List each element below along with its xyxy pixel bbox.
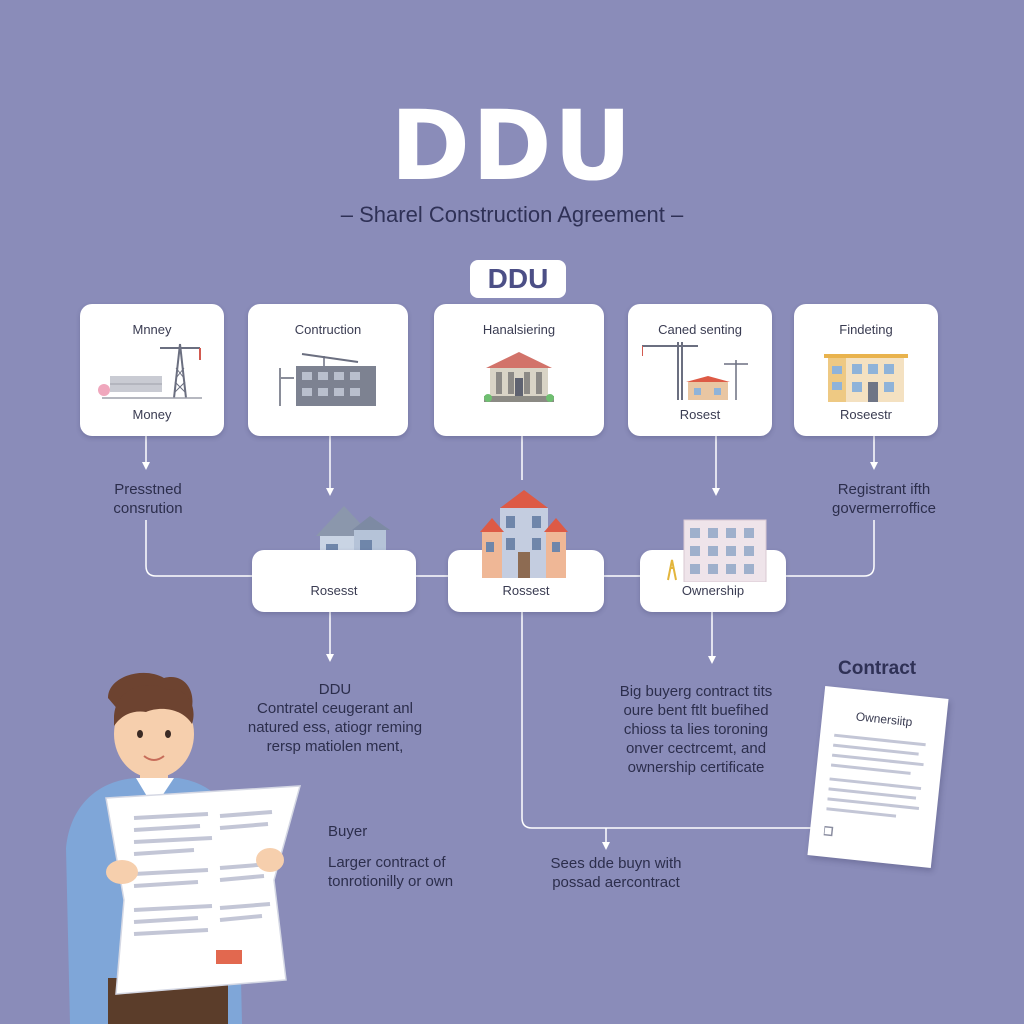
card-money: Mnney Money: [80, 304, 224, 436]
note-buyer-line-2: tonrotionilly or own: [328, 873, 454, 890]
card-construction: Contruction: [248, 304, 408, 436]
card-findeting-caption: Roseestr: [839, 407, 893, 422]
card-caned-senting-title: Caned senting: [658, 322, 742, 337]
note-right-line-2: govermerroffice: [832, 500, 936, 517]
person-illustration: [66, 672, 302, 1024]
note-left-line-2: consrution: [113, 500, 183, 517]
note-bottom: Sees dde buyn with possad aercontract: [530, 854, 702, 892]
ddu-badge: DDU: [470, 260, 566, 298]
note-buyer-line-1: Larger contract of: [328, 854, 446, 871]
card-handling: Hanalsiering: [434, 304, 604, 436]
card-caned-senting: Caned senting Rosest: [628, 304, 772, 436]
note-right-text-3: chioss ta lies toroning: [623, 721, 769, 738]
card-findeting-title: Findeting: [839, 322, 893, 337]
building-icon: [279, 353, 376, 406]
document-lines-icon: [822, 733, 926, 837]
note-ownership-certificate: Big buyerg contract tits oure bent ftlt …: [600, 682, 792, 777]
note-right-text-2: oure bent ftlt buefihed: [623, 702, 769, 719]
crane-icon: [98, 343, 202, 399]
apartment-icon: [824, 354, 908, 402]
note-ddu-heading: DDU: [318, 681, 352, 698]
note-right-text-1: Big buyerg contract tits: [619, 683, 773, 700]
card-handling-title: Hanalsiering: [482, 322, 556, 337]
note-right: Registrant ifth govermerroffice: [816, 480, 952, 518]
diagram-title: DDU: [390, 90, 634, 202]
note-left-line-1: Presstned: [114, 481, 182, 498]
contract-label: Contract: [838, 658, 917, 679]
card-findeting: Findeting Roseestr: [794, 304, 938, 436]
note-ddu: DDU Contratel ceugerant anl natured ess,…: [230, 680, 440, 756]
card-rosesst: Rosesst: [252, 550, 416, 612]
note-buyer-heading: Buyer: [328, 823, 368, 840]
bank-icon: [484, 352, 554, 402]
note-buyer: Buyer Larger contract of tonrotionilly o…: [328, 822, 488, 891]
card-money-title: Mnney: [132, 322, 172, 337]
card-rosesst-caption: Rosesst: [310, 583, 358, 598]
card-rossest-caption: Rossest: [502, 583, 550, 598]
contract-document-title: Ownersiitp: [855, 709, 913, 730]
note-bottom-line-1: Sees dde buyn with: [550, 855, 682, 872]
townhouse-icon: [480, 490, 568, 578]
contract-document: Ownersiitp: [807, 685, 949, 869]
card-caned-senting-caption: Rosest: [679, 407, 721, 422]
card-money-caption: Money: [132, 407, 172, 422]
note-left: Presstned consrution: [92, 480, 204, 518]
note-bottom-line-2: possad aercontract: [552, 874, 680, 891]
note-ddu-line-1: Contratel ceugerant anl: [257, 700, 413, 717]
note-ddu-line-3: rersp matiolen ment,: [266, 738, 404, 755]
note-right-text-5: ownership certificate: [627, 759, 765, 776]
apartment-block-icon: [667, 519, 767, 582]
note-right-line-1: Registrant ifth: [837, 481, 931, 498]
diagram-subtitle: – Sharel Construction Agreement –: [340, 202, 684, 227]
card-construction-title: Contruction: [294, 322, 362, 337]
card-ownership-caption: Ownership: [681, 583, 745, 598]
note-ddu-line-2: natured ess, atiogr reming: [247, 719, 423, 736]
crane-site-icon: [642, 342, 748, 400]
note-right-text-4: onver cectrcemt, and: [625, 740, 767, 757]
